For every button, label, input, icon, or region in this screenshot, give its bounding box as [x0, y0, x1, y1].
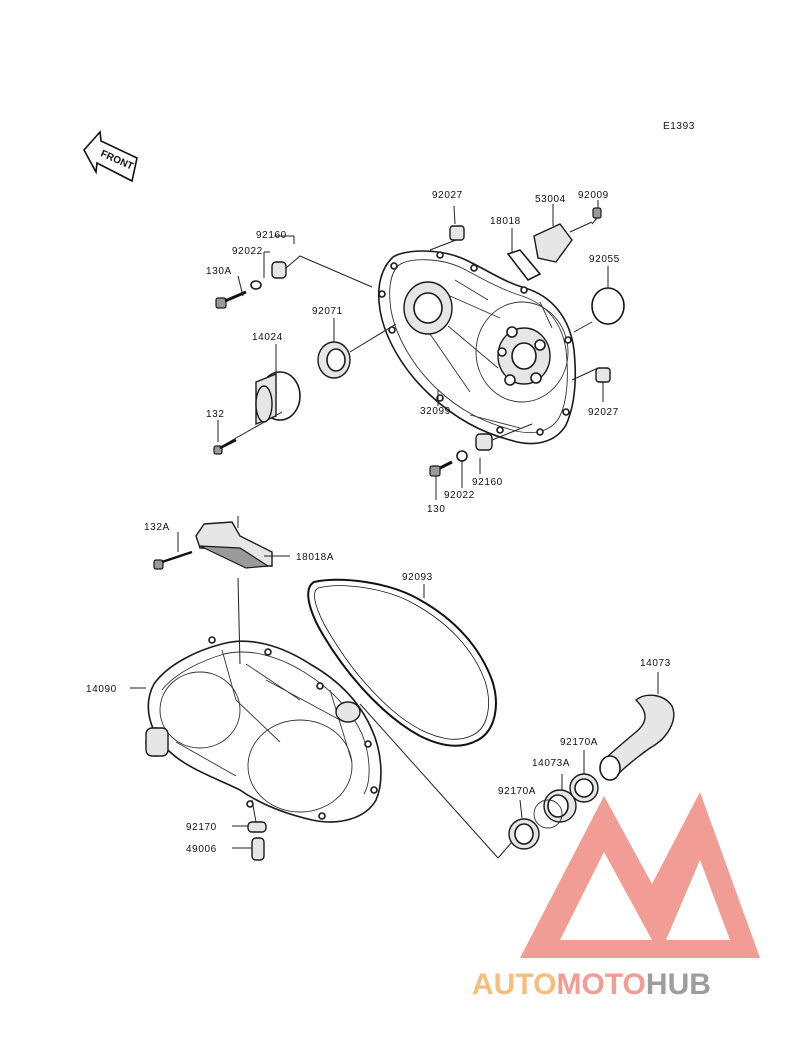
sleeve-14073A — [533, 789, 577, 829]
bolt-130 — [429, 460, 453, 477]
label-92160-top: 92160 — [256, 230, 287, 241]
part-labels: 92027 53004 92009 18018 92160 92022 130A… — [86, 190, 671, 855]
spacer-92160-top — [271, 261, 287, 279]
label-92170A-top: 92170A — [560, 737, 598, 748]
label-92093: 92093 — [402, 572, 433, 583]
label-92022-top: 92022 — [232, 246, 263, 257]
hose-49006 — [251, 837, 265, 861]
bolt-132A — [153, 550, 193, 570]
bolt-132 — [213, 438, 237, 455]
label-92071: 92071 — [312, 306, 343, 317]
logo-word-moto: MOTO — [556, 968, 645, 1001]
label-92170A-left: 92170A — [498, 786, 536, 797]
dowel-92027-top — [449, 225, 465, 241]
leader-lines-upper — [217, 200, 609, 500]
leader-lines-lower — [130, 516, 659, 859]
label-132A: 132A — [144, 522, 170, 533]
dowel-92027-right — [595, 367, 611, 383]
label-14090: 14090 — [86, 684, 117, 695]
duct-14073 — [599, 694, 675, 781]
oil-seal-92071 — [317, 341, 351, 379]
logo-word-auto: AUTO — [472, 968, 556, 1001]
label-18018: 18018 — [490, 216, 521, 227]
label-92009: 92009 — [578, 190, 609, 201]
label-92022-bottom: 92022 — [444, 490, 475, 501]
label-92055: 92055 — [589, 254, 620, 265]
label-14024: 14024 — [252, 332, 283, 343]
spacer-92160-bottom — [475, 433, 493, 451]
gasket-92093 — [307, 578, 497, 747]
diagram-code: E1393 — [663, 121, 695, 132]
label-32099: 32099 — [420, 406, 451, 417]
inner-cover-14090 — [145, 636, 382, 823]
clamp-92170 — [247, 821, 267, 833]
automotohub-logo: AUTOMOTOHUB — [472, 792, 760, 1001]
front-arrow-icon: FRONT — [83, 130, 138, 183]
label-92160-bottom: 92160 — [472, 477, 503, 488]
label-92027-right: 92027 — [588, 407, 619, 418]
label-132: 132 — [206, 409, 225, 420]
svg-text:AUTOMOTOHUB: AUTOMOTOHUB — [472, 968, 711, 1001]
o-ring-92055 — [591, 287, 625, 325]
label-92170: 92170 — [186, 822, 217, 833]
label-18018A: 18018A — [296, 552, 334, 563]
clamp-92170A-top — [569, 773, 599, 803]
logo-mark-icon — [520, 792, 760, 958]
plate-53004 — [533, 223, 573, 263]
label-49006: 49006 — [186, 844, 217, 855]
clamp-92170A-left — [508, 818, 540, 850]
outer-cover-32099 — [377, 250, 577, 445]
washer-92022-bottom — [456, 450, 468, 462]
cap-14024 — [255, 371, 301, 426]
label-53004: 53004 — [535, 194, 566, 205]
label-14073: 14073 — [640, 658, 671, 669]
bolt-130A — [215, 290, 247, 309]
label-14073A: 14073A — [532, 758, 570, 769]
label-130A: 130A — [206, 266, 232, 277]
screw-92009 — [591, 207, 602, 225]
label-92027-top: 92027 — [432, 190, 463, 201]
washer-92022-top — [250, 280, 262, 290]
logo-word-hub: HUB — [646, 968, 711, 1001]
bracket-18018A — [195, 521, 273, 569]
bracket-18018 — [506, 249, 542, 282]
label-130: 130 — [427, 504, 446, 515]
